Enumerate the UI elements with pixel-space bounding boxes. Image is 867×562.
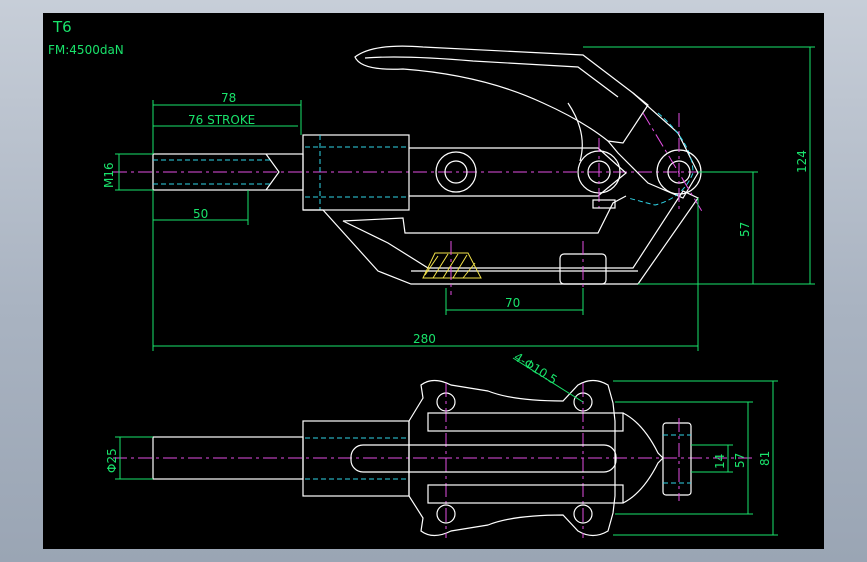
dim-M16: M16	[102, 162, 116, 188]
mount-hole-4	[573, 504, 593, 524]
clamp-drawing: T6 FM:4500daN	[48, 18, 815, 538]
guide-sleeve	[302, 134, 410, 211]
lever-handle	[354, 45, 649, 144]
dim-57-top: 57	[733, 453, 747, 468]
dim-124: 124	[795, 150, 809, 173]
base-frame	[303, 190, 699, 285]
top-view-dimensions: 4-Φ10.5 Φ25 14 57 81	[105, 350, 778, 536]
link-bar	[409, 147, 627, 197]
base-plate-top	[408, 379, 616, 537]
pivot-block	[662, 422, 692, 496]
side-view-dimensions: 78 76 STROKE 50 M16 280 70 57 124	[102, 46, 815, 351]
cad-canvas[interactable]: T6 FM:4500daN	[43, 13, 824, 549]
side-view	[113, 45, 758, 295]
mount-hole-3	[436, 504, 456, 524]
link-top	[350, 444, 617, 473]
force-rating: FM:4500daN	[48, 43, 124, 57]
dim-50: 50	[193, 207, 208, 221]
pivot-1-inner	[444, 160, 468, 184]
dim-57-side: 57	[738, 222, 752, 237]
mount-section	[422, 252, 482, 279]
dim-81: 81	[758, 451, 772, 466]
top-view	[113, 379, 753, 538]
dim-78: 78	[221, 91, 236, 105]
dim-14: 14	[713, 454, 727, 469]
dim-phi25: Φ25	[105, 448, 119, 473]
dim-280: 280	[413, 332, 436, 346]
dim-4-holes: 4-Φ10.5	[511, 350, 559, 387]
drawing-title: T6	[52, 18, 72, 36]
dim-70: 70	[505, 296, 520, 310]
pivot-1-outer	[435, 151, 477, 193]
dim-76-stroke: 76 STROKE	[188, 113, 255, 127]
thread-tip	[265, 153, 280, 191]
